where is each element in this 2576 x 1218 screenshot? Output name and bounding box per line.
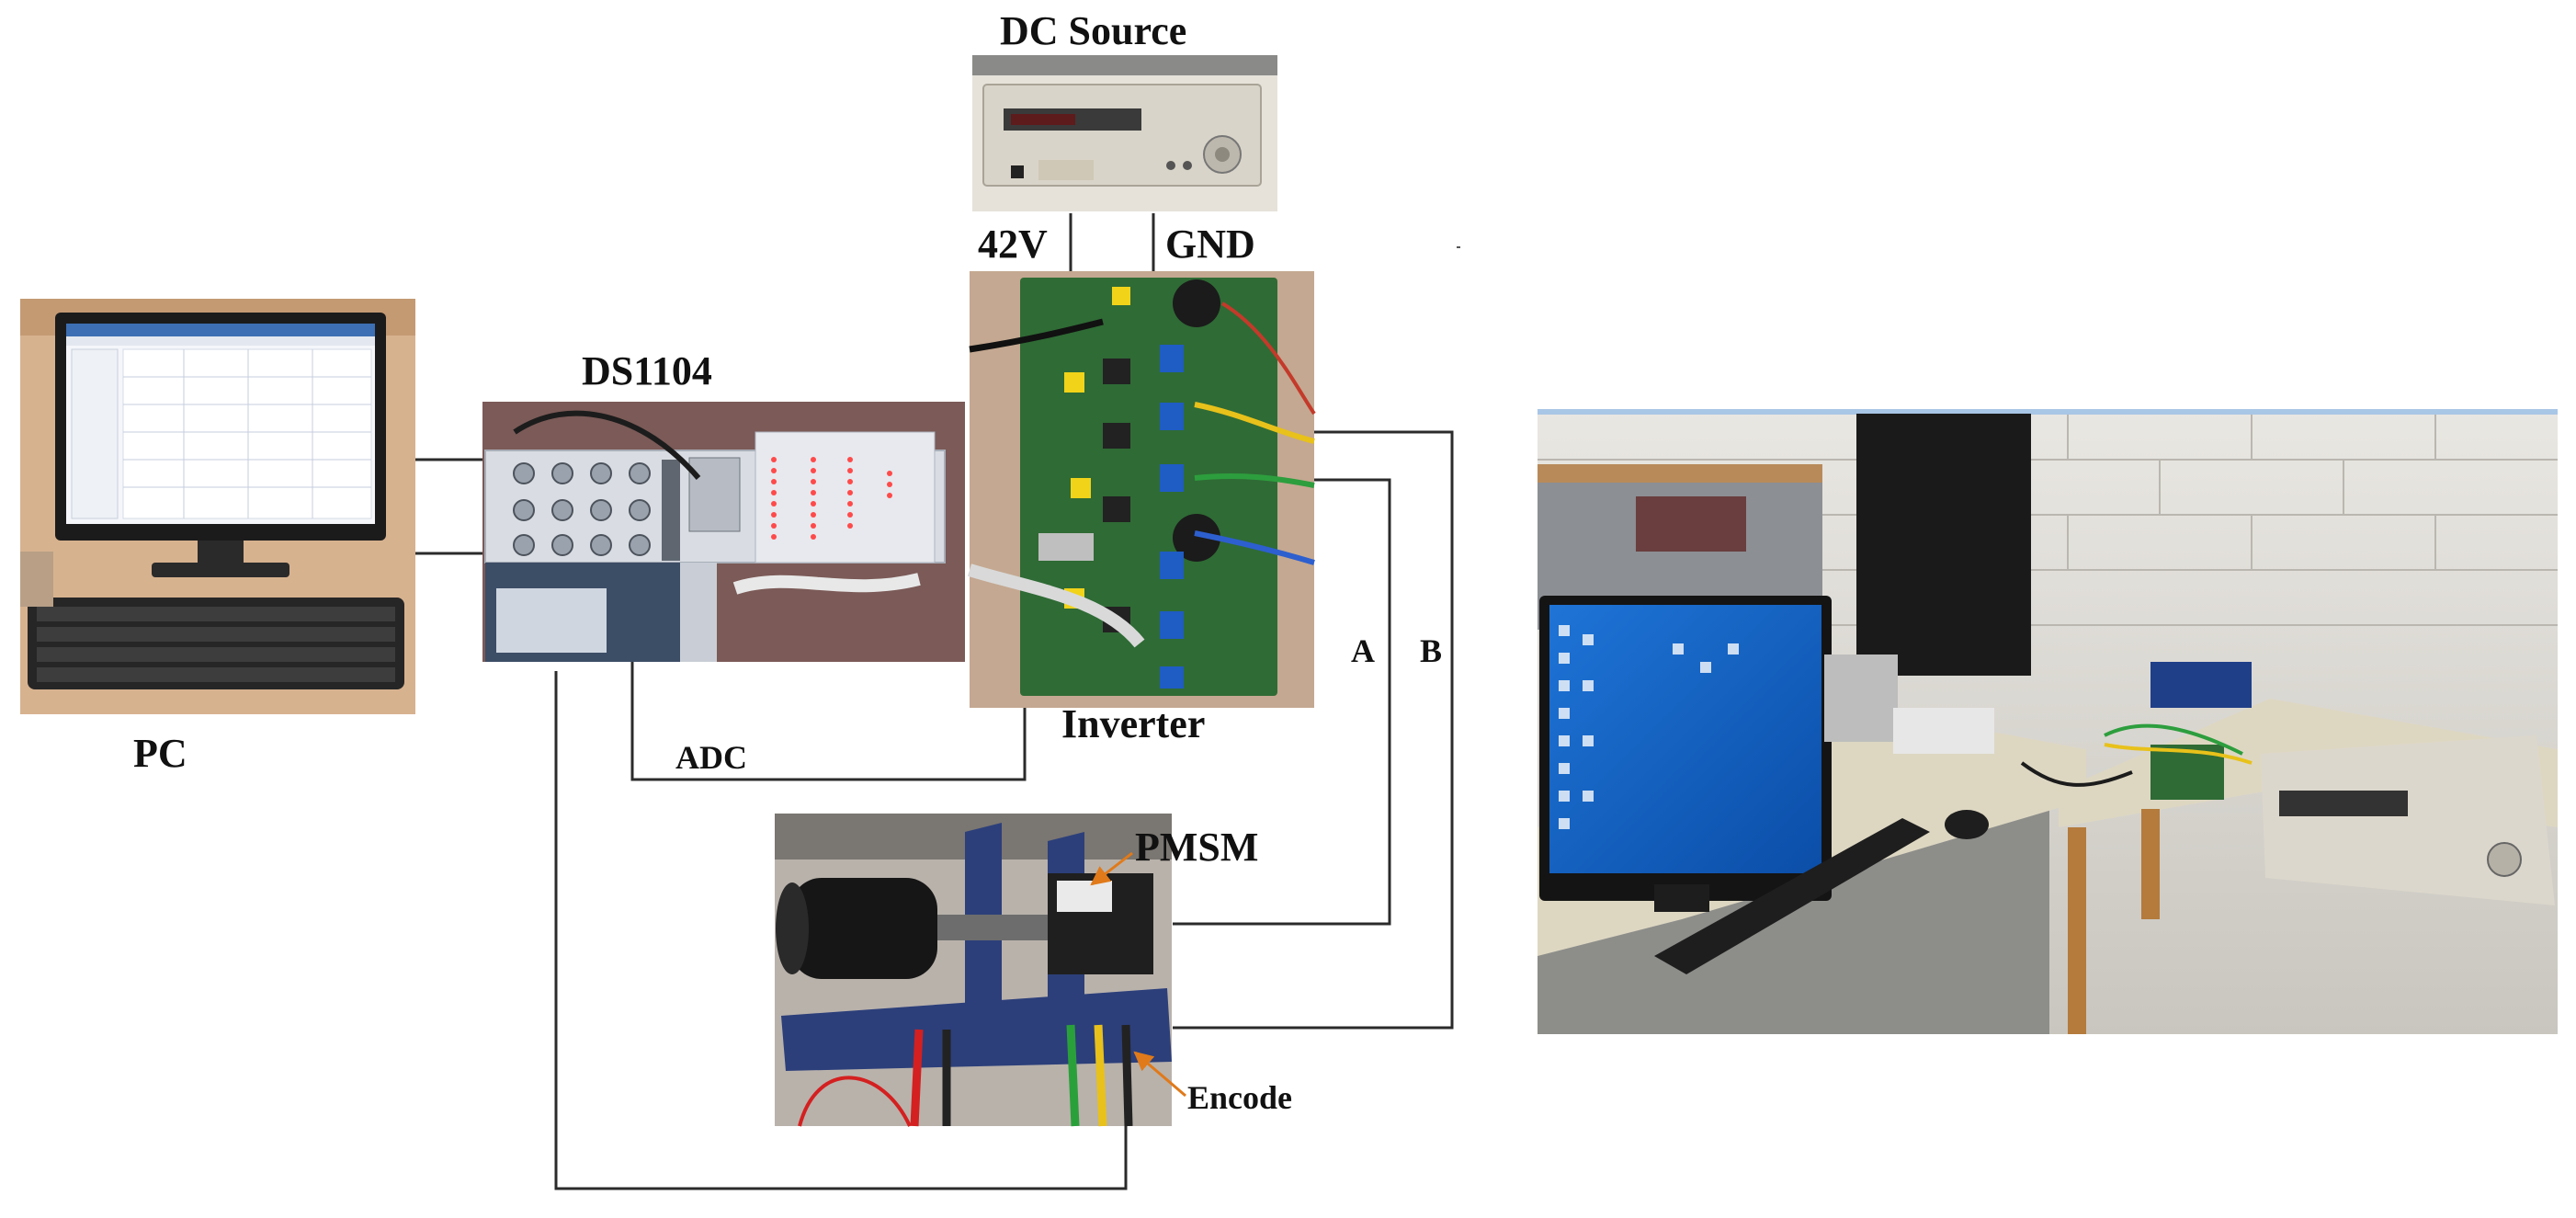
dc-source-photo (972, 55, 1277, 211)
dc-source-label: DC Source (1000, 8, 1187, 53)
encode-label: Encode (1187, 1079, 1293, 1116)
pmsm-label: PMSM (1135, 825, 1259, 870)
stray-mark (1457, 246, 1460, 248)
wire-adc (630, 662, 1027, 781)
wire-encoder (554, 671, 1128, 1190)
phase-b-label: B (1420, 632, 1443, 669)
pmsm-pointer-arrow (1090, 851, 1133, 886)
wire-phase-b (1173, 430, 1454, 1030)
42v-label: 42V (978, 222, 1048, 267)
ds1104-label: DS1104 (582, 348, 712, 393)
pmsm-bench-photo (775, 814, 1172, 1127)
phase-a-label: A (1351, 632, 1375, 669)
pc-label: PC (133, 731, 187, 776)
ds1104-photo (482, 402, 965, 662)
inverter-photo (967, 271, 1316, 708)
inverter-label: Inverter (1061, 701, 1206, 746)
pc-photo (20, 299, 415, 714)
adc-label: ADC (675, 739, 747, 776)
connection-wires (414, 213, 1454, 1190)
wire-phase-a (1173, 478, 1391, 926)
encode-pointer-arrow (1133, 1051, 1186, 1098)
gnd-label: GND (1165, 222, 1255, 267)
lab-setup-photo (1538, 409, 2558, 1034)
